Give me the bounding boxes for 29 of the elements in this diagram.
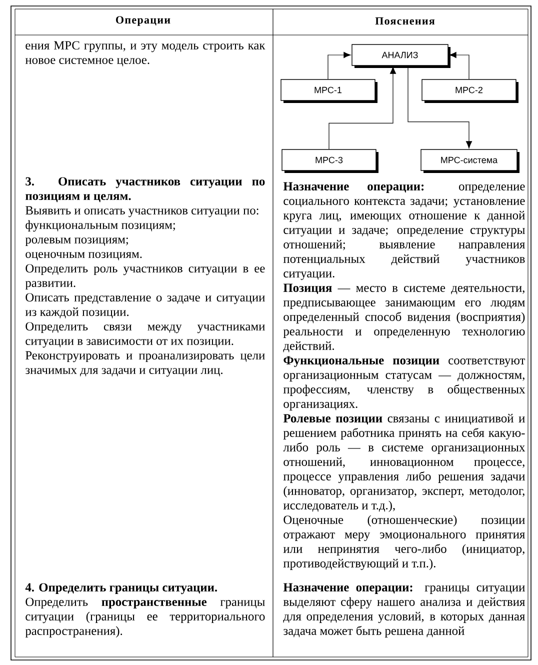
step-heading: 3. Описать участников ситуации по позициям и целям. — [26, 177, 265, 202]
arrow — [408, 66, 472, 148]
arrow — [328, 52, 351, 80]
paragraph: Назначение операции: границы ситуации выделяют сферу нашего анализа и действия для определения условий, в которых данная задача может быть решена данной — [283, 583, 525, 638]
step-heading: 4. Определить границы ситуации. — [25, 583, 217, 594]
process-box: МРС-система — [420, 149, 520, 173]
paragraph: Определить пространственные границы ситуации (границы ее территориального распространения). — [25, 598, 265, 638]
paragraph: Описать представление о задаче и ситуации из каждой позиции. — [25, 293, 265, 318]
paragraph: Оценочные (отношенческие) позиции отражают меру эмоционального принятия или непринятия чего-либо (инициатор, противодействующий и т.п.). — [283, 515, 525, 570]
process-box: АНАЛИЗ — [352, 44, 450, 68]
process-box: МРС-2 — [422, 79, 518, 103]
paragraph: Назначение операции: определение социального контекста задачи; установление круга лиц, имеющих отношение к данной ситуации и задаче; определение структуры отношений; выявление направления потенциальных действий участников ситуации. — [283, 182, 525, 280]
paragraph: оценочным позициям. — [26, 252, 142, 260]
paragraph: Функциональные позиции соответствуют организационным статусам — должностям, профессиям, членству в общественных организациях. — [283, 356, 526, 410]
arrow — [449, 52, 470, 80]
paragraph: ения МРС группы, и эту модель строить как новое системное целое. — [25, 41, 266, 66]
column-header: Пояснения — [375, 17, 435, 25]
paragraph: Реконструировать и проанализировать цели значимых для задачи и ситуации лиц. — [26, 351, 265, 377]
paragraph: Определить роль участников ситуации в ее развитии. — [25, 264, 265, 290]
paragraph: Позиция — место в системе деятельности, предписывающее занимающим его людям определенный способ видения (восприятия) реальности и определенную технологию действий. — [283, 284, 525, 352]
paragraph: ролевым позициям; — [25, 238, 128, 246]
paragraph: Определить связи между участниками ситуации в зависимости от их позиции. — [26, 322, 265, 348]
process-box: МРС-3 — [282, 149, 378, 173]
column-header: Операции — [116, 16, 170, 26]
process-box: МРС-1 — [280, 79, 378, 103]
paragraph: Ролевые позиции связаны с инициативой и решением работника принять на себя какую-либо роль — в системе организационных отношений, инновационном процессе, процессе управления либо решения задачи (инноватор, организатор, эксперт, методолог, исследователь и т.д.), — [283, 414, 526, 512]
paragraph: Выявить и описать участников ситуации по: — [26, 206, 258, 218]
arrow — [328, 66, 396, 150]
paragraph: функциональным позициям; — [26, 220, 175, 232]
